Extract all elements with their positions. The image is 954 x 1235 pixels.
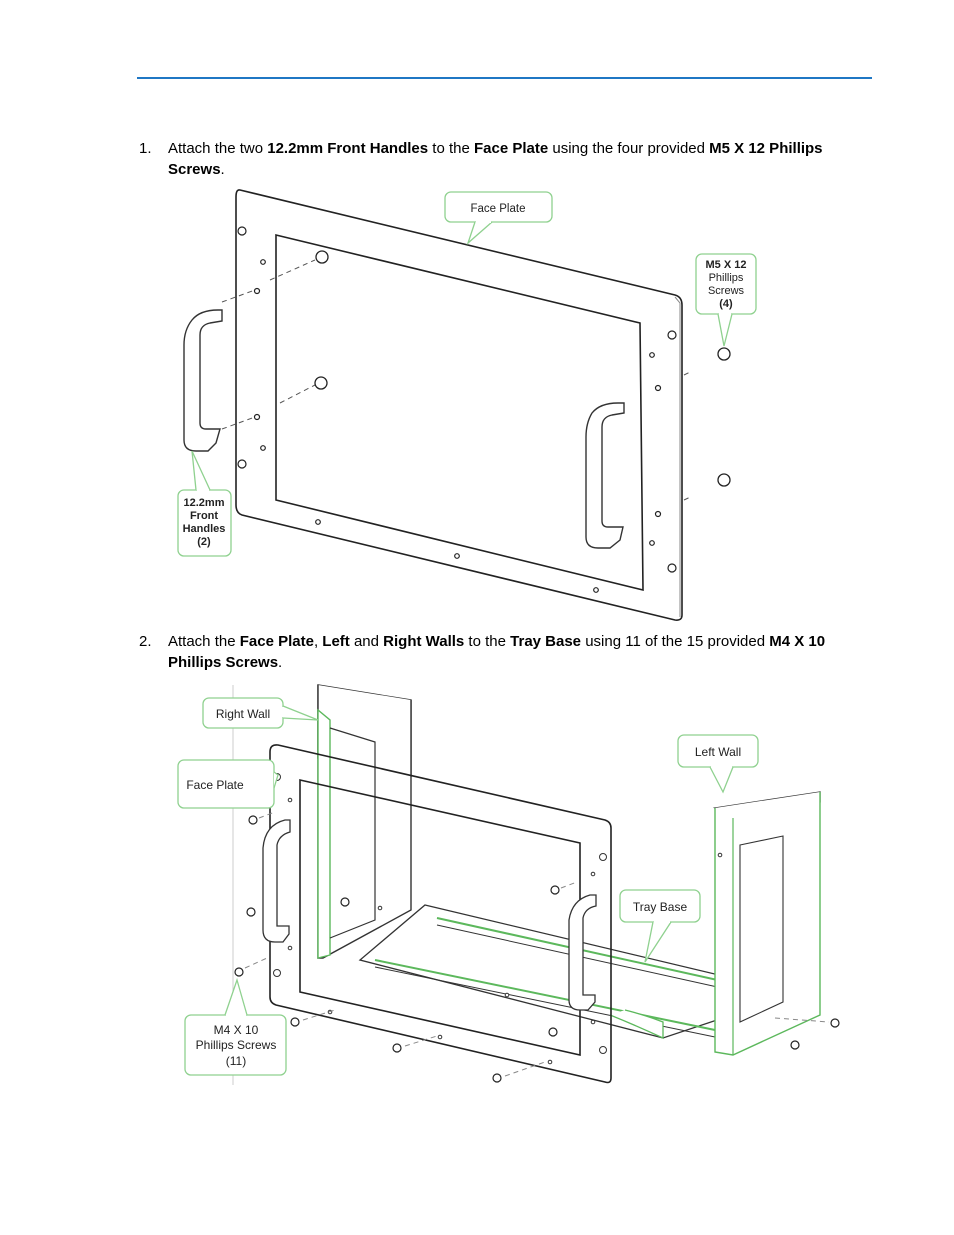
callout-face-plate: Face Plate xyxy=(177,759,279,809)
callout-m5-screws: M5 X 12 Phillips Screws (4) xyxy=(695,253,757,347)
m5-screws xyxy=(314,250,329,390)
left-handle xyxy=(183,309,223,452)
text-run: and xyxy=(349,633,384,650)
step-1: 1. Attach the two 12.2mm Front Handles t… xyxy=(137,138,857,180)
face-plate-window xyxy=(275,233,644,592)
term-face-plate: Face Plate xyxy=(474,140,549,157)
step-number: 1. xyxy=(139,140,152,157)
callout-line: (2) xyxy=(197,536,211,548)
callout-label: Face Plate xyxy=(186,778,244,792)
m5-screws xyxy=(717,347,731,487)
text-run: . xyxy=(278,654,283,671)
callout-line: (11) xyxy=(226,1054,246,1068)
callout-line: Phillips Screws xyxy=(196,1038,277,1052)
screw-guide-lines xyxy=(244,811,830,1077)
callout-line: M4 X 10 xyxy=(214,1023,259,1037)
term-face-plate: Face Plate xyxy=(239,633,314,650)
callout-label: Tray Base xyxy=(633,900,688,914)
text-run: to the xyxy=(464,633,511,650)
tray-rail xyxy=(436,917,741,986)
callout-label: Left Wall xyxy=(695,745,741,759)
text-run: , xyxy=(313,633,323,650)
mounting-holes xyxy=(237,226,677,593)
callout-line: (4) xyxy=(719,298,733,310)
callout-line: M5 X 12 xyxy=(706,259,747,271)
term-screws: M5 X 12 Phillips Screws xyxy=(168,140,823,178)
text-run: using the four provided xyxy=(548,140,710,157)
screw-guide-lines xyxy=(221,259,690,501)
text-run: . xyxy=(220,161,225,178)
step-number: 2. xyxy=(139,633,152,650)
callout-m4-screws: M4 X 10 Phillips Screws (11) xyxy=(184,977,287,1076)
callout-tray-base: Tray Base xyxy=(619,889,701,963)
callout-front-handles: 12.2mm Front Handles (2) xyxy=(177,450,232,557)
term-tray-base: Tray Base xyxy=(510,633,582,650)
figure-screws-detail: M5 X 12 Phillips Screws (4) xyxy=(695,253,757,487)
callout-right-wall: Right Wall xyxy=(202,697,319,729)
step-text: Attach the Face Plate, Left and Right Wa… xyxy=(168,631,857,673)
header-rule xyxy=(137,77,872,79)
callout-left-wall: Left Wall xyxy=(677,734,759,794)
term-right-walls: Right Walls xyxy=(383,633,465,650)
left-wall-cutout xyxy=(739,835,784,1023)
right-wall-flange xyxy=(317,708,331,959)
text-run: Attach the two xyxy=(168,140,268,157)
face-plate-frame xyxy=(269,744,612,1084)
callout-line: Phillips xyxy=(709,272,744,284)
callout-line: Screws xyxy=(708,285,745,297)
callout-face-plate: Face Plate xyxy=(444,191,553,246)
figure-face-plate-assembly: Face Plate 12.2mm Front Handles (2) xyxy=(177,189,690,621)
tray-rail xyxy=(374,959,716,1031)
step-text: Attach the two 12.2mm Front Handles to t… xyxy=(168,138,857,180)
frame-holes xyxy=(273,773,723,1065)
left-wall-body xyxy=(714,792,821,1056)
right-wall-body xyxy=(317,685,412,959)
right-handle xyxy=(568,894,597,1011)
text-run: using 11 of the 15 provided xyxy=(581,633,770,650)
term-left: Left xyxy=(322,633,350,650)
callout-line: Handles xyxy=(183,523,226,535)
face-plate-window xyxy=(299,779,581,1056)
right-wall-cutout xyxy=(329,727,376,939)
callout-label: Face Plate xyxy=(471,203,526,215)
term-handles: 12.2mm Front Handles xyxy=(267,140,429,157)
m4-screws xyxy=(234,815,840,1083)
term-screws: M4 X 10 Phillips Screws xyxy=(168,633,826,671)
left-handle xyxy=(262,819,291,943)
right-handle xyxy=(585,402,625,549)
text-run: to the xyxy=(428,140,474,157)
step-2: 2. Attach the Face Plate, Left and Right… xyxy=(137,631,857,673)
callout-label: Right Wall xyxy=(216,707,270,721)
callout-line: Front xyxy=(190,510,218,522)
callout-line: 12.2mm xyxy=(184,497,225,509)
tray-base-floor xyxy=(358,904,754,1039)
figure-enclosure-assembly: Right Wall Face Plate Left Wall Tray Bas… xyxy=(177,684,840,1085)
face-plate-edge xyxy=(674,296,681,617)
text-run: Attach the xyxy=(168,633,240,650)
tray-lip xyxy=(609,1009,664,1040)
tray-rail-edge xyxy=(436,924,741,993)
